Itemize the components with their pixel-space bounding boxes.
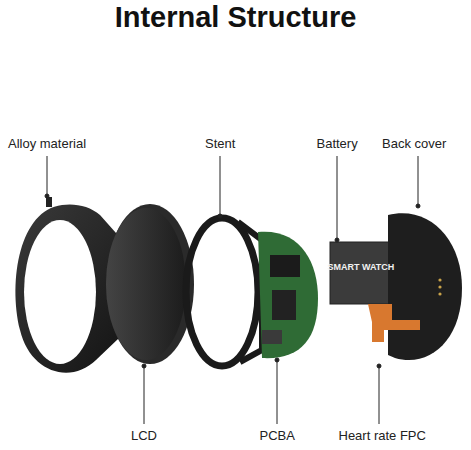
- leader-dot: [377, 364, 381, 368]
- part-label: Battery: [317, 136, 358, 152]
- charge-pin: [438, 292, 441, 295]
- part-label: PCBA: [260, 428, 295, 444]
- pcba-chip: [272, 290, 296, 320]
- diagram-title: Internal Structure: [0, 0, 471, 34]
- pcba-board: [258, 232, 318, 358]
- leader-dot: [142, 364, 146, 368]
- battery-print: SMART WATCH: [328, 262, 395, 272]
- leader-dot: [45, 194, 49, 198]
- leader-line: [379, 366, 380, 424]
- battery-outline: [330, 242, 392, 304]
- battery-body: [330, 242, 392, 304]
- part-label: Alloy material: [8, 136, 86, 152]
- leader-line: [277, 360, 278, 424]
- leader-line: [418, 156, 419, 206]
- leader-line: [47, 156, 48, 196]
- leader-line: [337, 156, 338, 240]
- part-label: LCD: [131, 428, 157, 444]
- lcd-panel: [106, 208, 186, 360]
- leader-dot: [218, 214, 222, 218]
- leader-dot: [416, 204, 420, 208]
- heart-rate-fpc: [368, 304, 420, 342]
- charge-pin: [438, 278, 441, 281]
- lcd-edge: [106, 204, 194, 364]
- leader-dot: [275, 358, 279, 362]
- part-label: Back cover: [382, 136, 446, 152]
- leader-dot: [335, 238, 339, 242]
- stent-ring: [186, 218, 258, 366]
- part-label: Heart rate FPC: [339, 428, 426, 444]
- pcba-chip: [262, 330, 282, 344]
- crown: [46, 197, 52, 207]
- part-label: Stent: [205, 136, 235, 152]
- back-cover: [388, 213, 462, 360]
- ring-opening: [24, 220, 96, 364]
- leader-line: [220, 156, 221, 216]
- charge-pin: [438, 285, 441, 288]
- leader-line: [144, 366, 145, 424]
- pcba-chip: [270, 255, 300, 277]
